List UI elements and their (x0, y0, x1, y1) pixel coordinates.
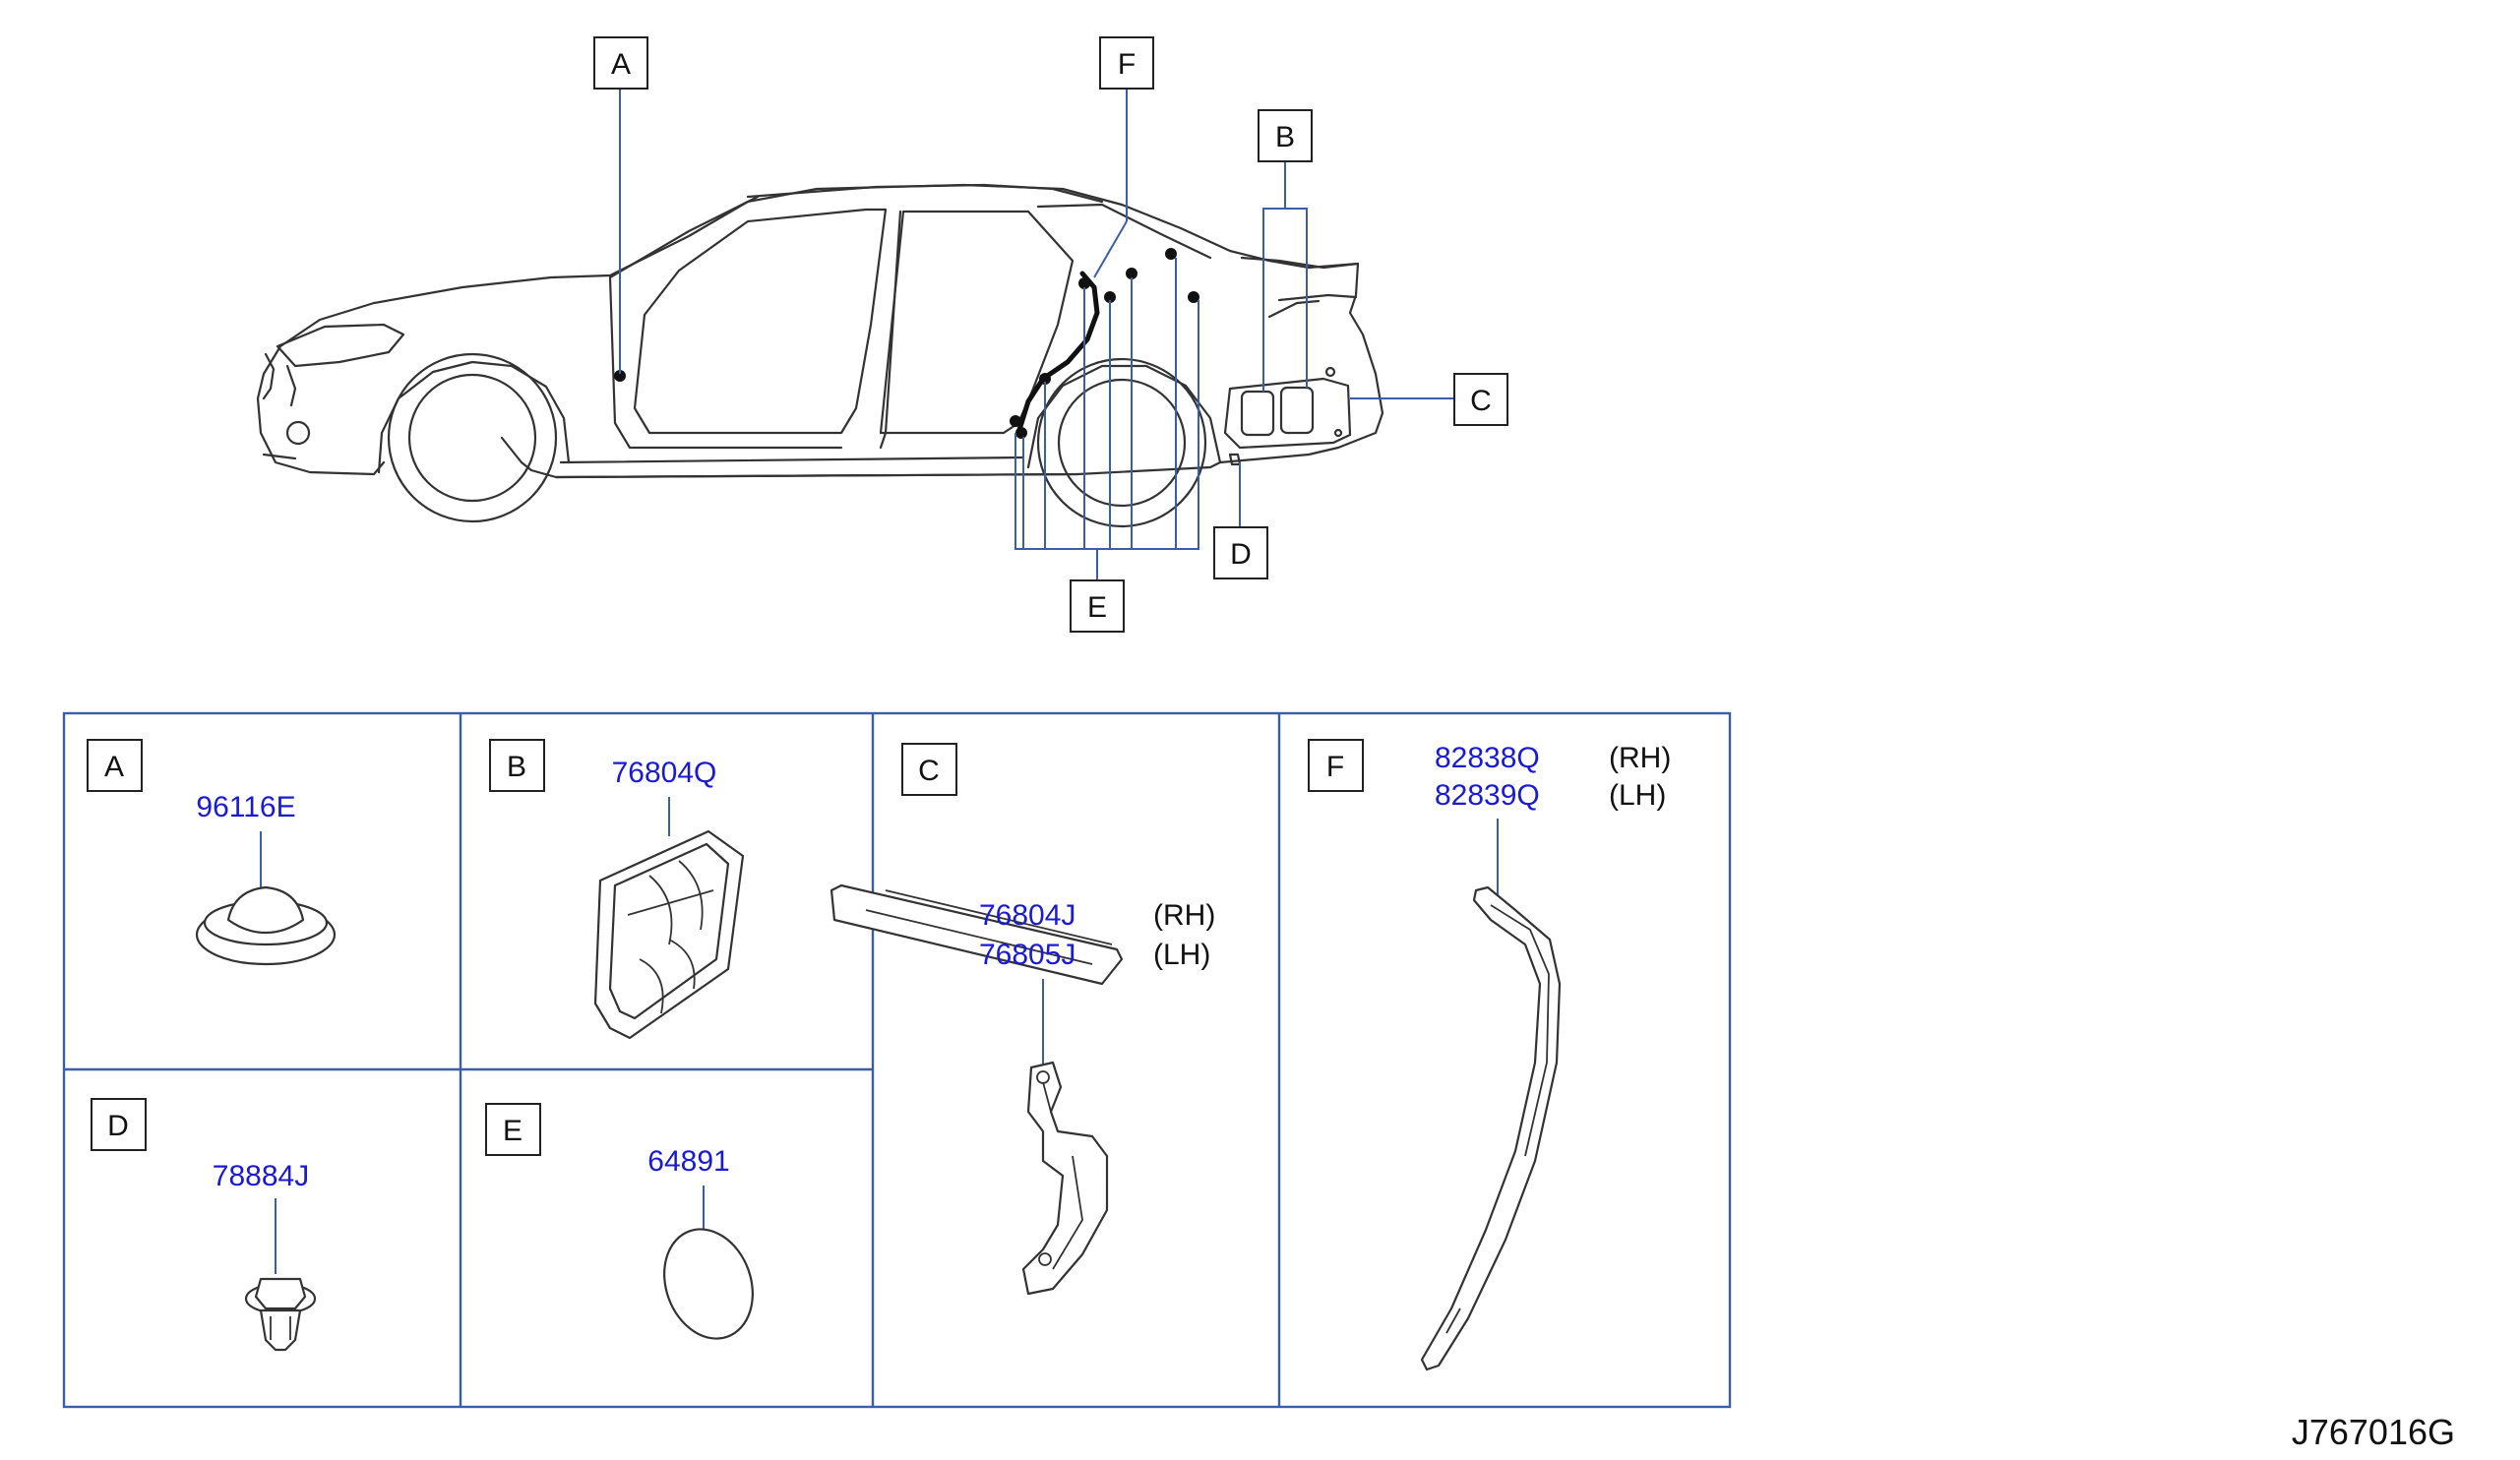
callout-dot-e7 (1010, 415, 1021, 427)
panel-f-side-rh: (RH) (1609, 742, 1671, 774)
parts-grid (62, 711, 1732, 1409)
callout-dot-e5 (1188, 291, 1199, 303)
panel-b-letter: B (507, 751, 526, 783)
grommet-part-drawing (195, 885, 337, 966)
panel-e-part-number: 64891 (647, 1145, 729, 1178)
panel-f-part-number-lh: 82839Q (1435, 779, 1540, 812)
panel-f: F 82838Q (RH) 82839Q (LH) (1308, 739, 1671, 1371)
callout-dot-e4 (1165, 248, 1177, 260)
callout-label-c: C (1470, 385, 1492, 417)
callout-label-a: A (611, 48, 631, 81)
callout-dot-e2 (1104, 291, 1116, 303)
callout-f: F (1099, 36, 1154, 90)
panel-d: D 78884J (91, 1098, 317, 1352)
callout-label-b: B (1275, 121, 1295, 153)
callout-a: A (593, 36, 648, 90)
bracket-part-drawing (1021, 1061, 1109, 1296)
panel-d-part-number: 78884J (213, 1160, 309, 1192)
panel-a-part-number: 96116E (196, 791, 295, 823)
car-side-view (256, 183, 1384, 528)
panel-b-part-number: 76804Q (612, 757, 717, 789)
panel-e-letter: E (503, 1115, 522, 1147)
vent-part-drawing (593, 829, 745, 1040)
callout-b: B (1258, 109, 1313, 162)
clip-part-drawing (244, 1277, 317, 1352)
callout-dot-e3 (1126, 268, 1137, 279)
callout-dot-e1 (1078, 277, 1090, 289)
panel-c: C 76804J (RH) 76805J (LH) (830, 743, 1215, 1296)
panel-d-letter: D (107, 1110, 129, 1142)
diagram-code: J767016G (2292, 1412, 2455, 1452)
callout-c: C (1453, 373, 1508, 426)
callout-dot-a (614, 370, 626, 382)
panel-e: E 64891 (485, 1103, 754, 1340)
panel-f-part-number-rh: 82838Q (1435, 742, 1540, 774)
panel-c-side-rh: (RH) (1153, 899, 1215, 932)
panel-c-side-lh: (LH) (1153, 939, 1210, 971)
panel-b: B 76804Q (489, 739, 745, 1040)
callout-dot-e6 (1039, 373, 1051, 385)
panel-f-letter: F (1326, 751, 1344, 783)
callout-leaders (619, 89, 1454, 580)
callout-d: D (1213, 526, 1268, 579)
callout-e: E (1070, 579, 1125, 633)
callout-dot-e8 (1015, 427, 1027, 439)
callout-label-e: E (1087, 591, 1107, 624)
weatherstrip-part-drawing (1420, 885, 1562, 1371)
panel-c-letter: C (918, 755, 940, 787)
panel-f-side-lh: (LH) (1609, 779, 1666, 812)
plug-part-drawing (663, 1228, 754, 1340)
panel-a: A 96116E (87, 739, 337, 966)
panel-c-part-number-rh: 76804J (979, 899, 1076, 932)
callout-label-f: F (1118, 48, 1136, 81)
panel-a-letter: A (104, 751, 124, 783)
rear-seal-part-drawing (830, 883, 1124, 986)
callout-label-d: D (1230, 538, 1252, 571)
panel-c-part-number-lh: 76805J (979, 939, 1076, 971)
